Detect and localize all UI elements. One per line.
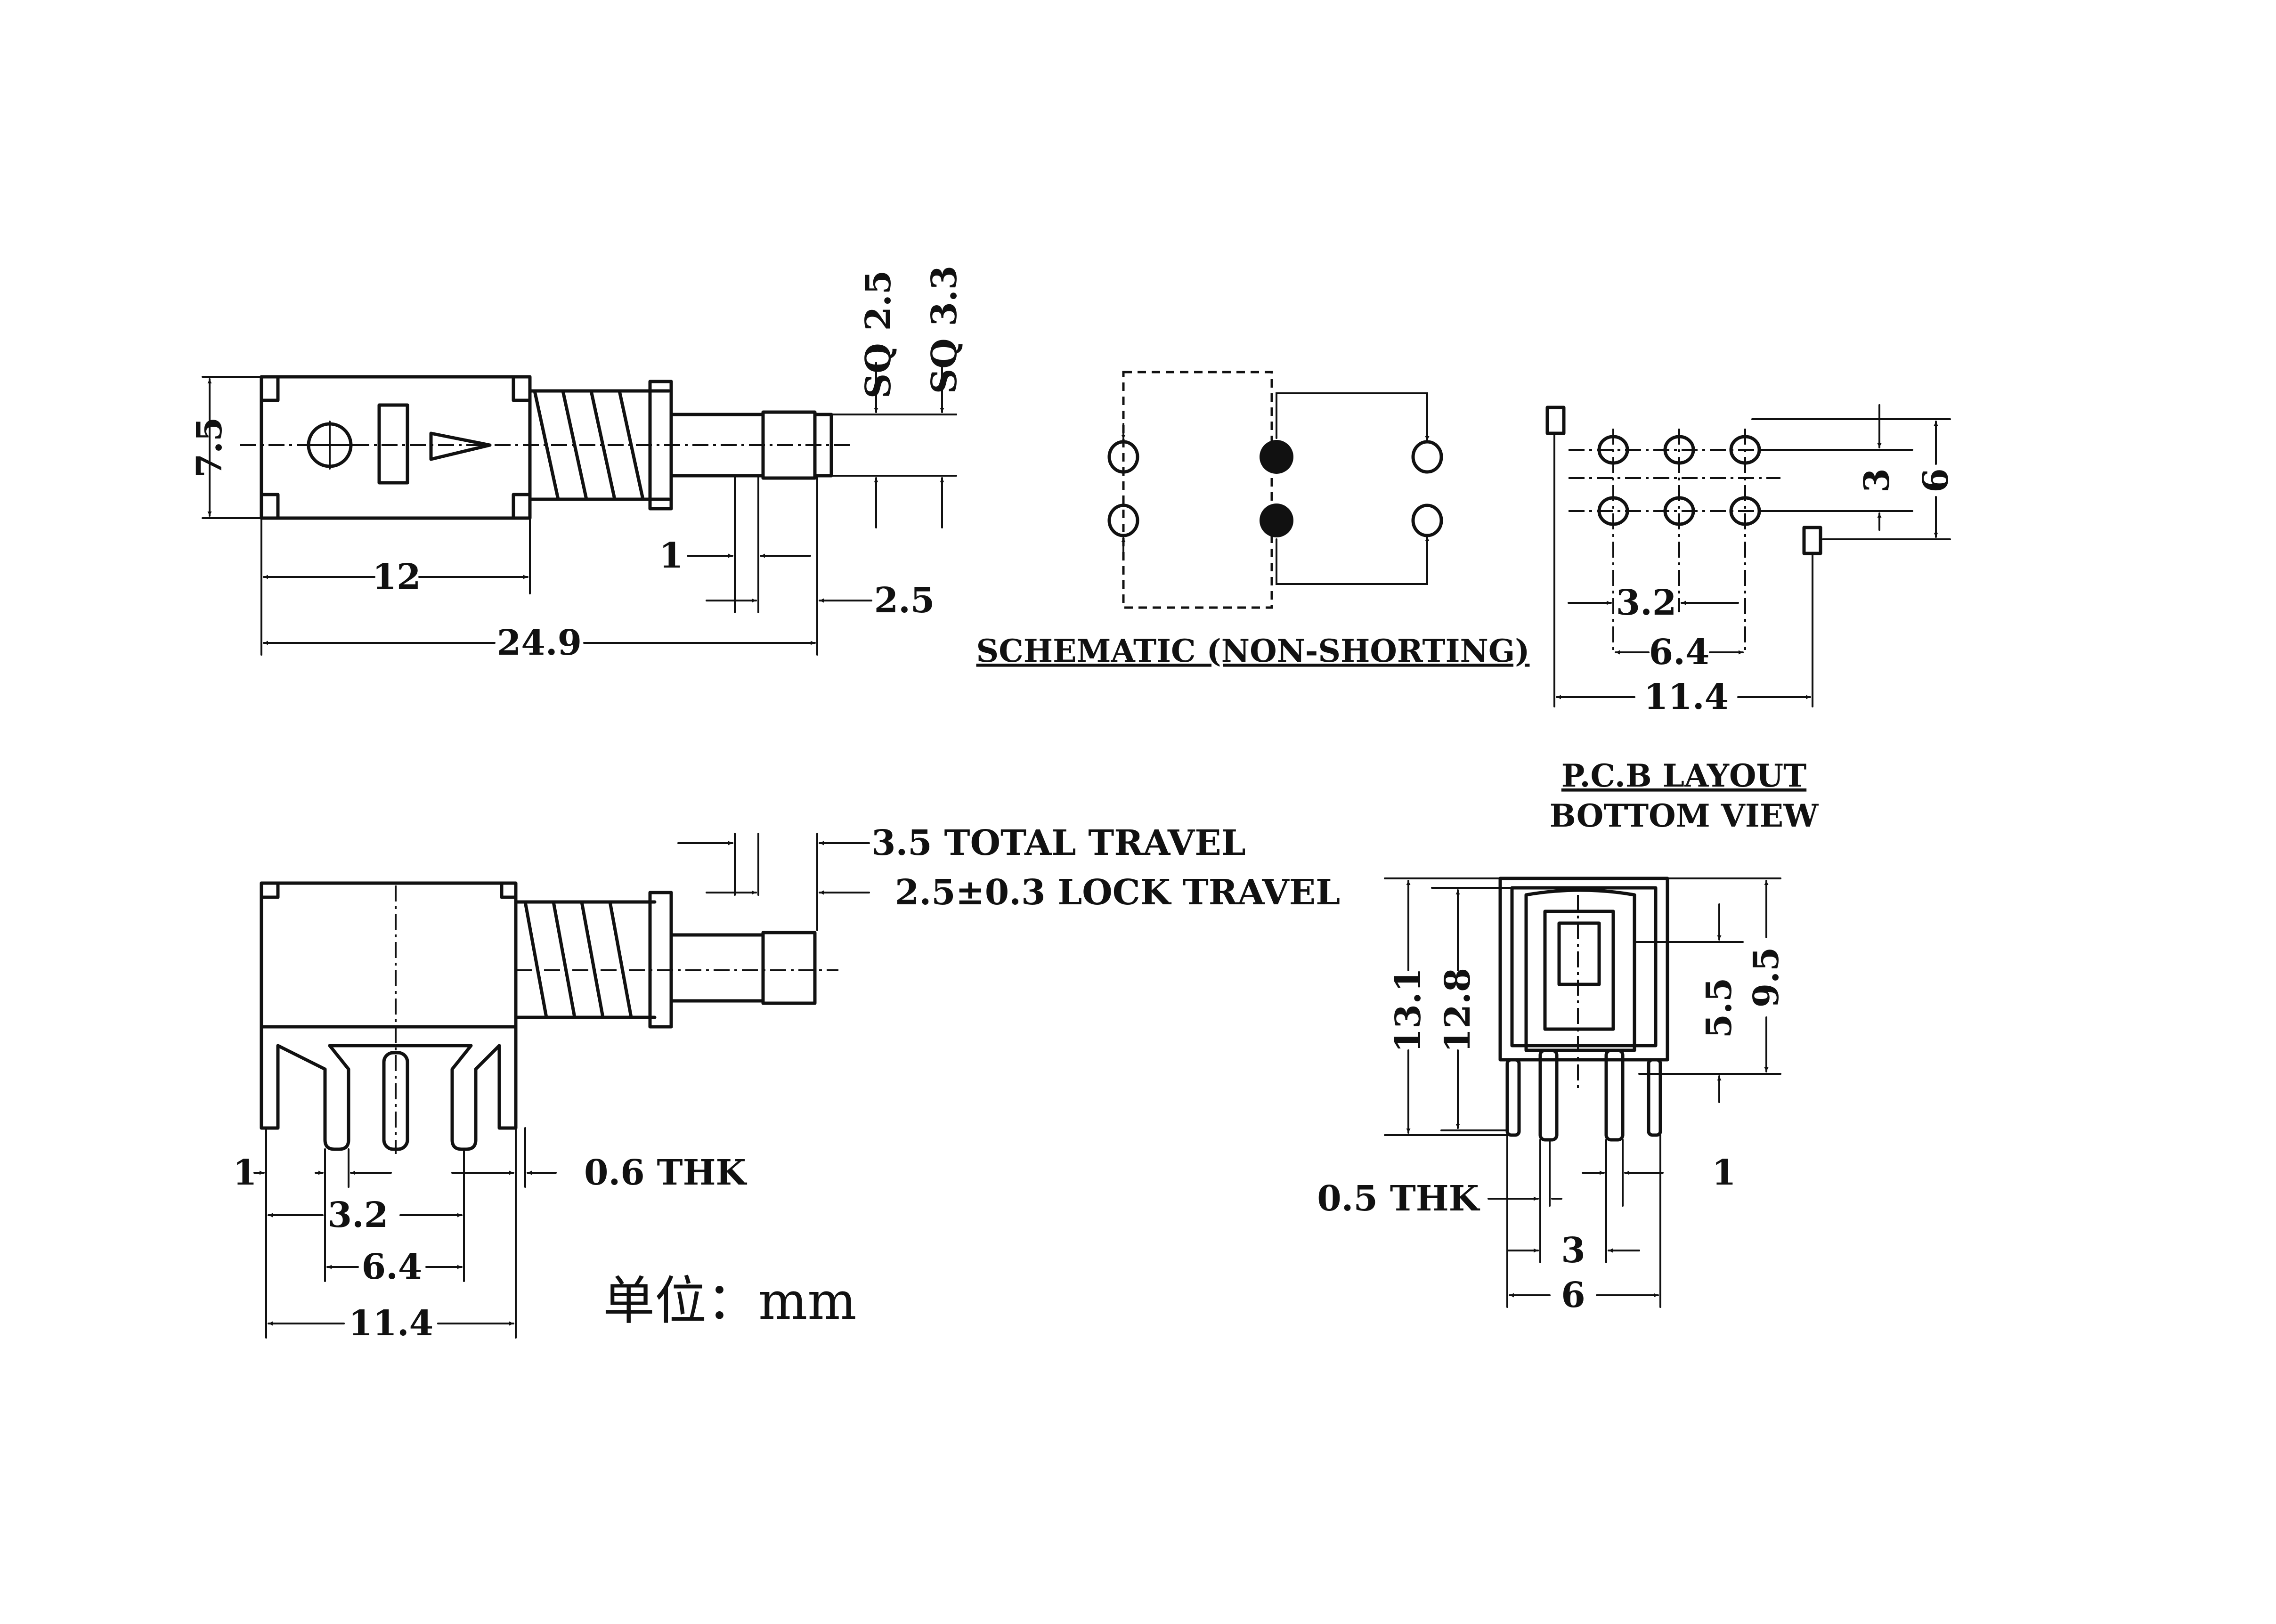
- dim-sq-small: SQ 2.5: [858, 270, 899, 398]
- actuator-icon: [1557, 921, 1601, 986]
- pcb-pitch-2: 6.4: [1649, 632, 1710, 673]
- pin-width-label: 1: [233, 1153, 257, 1193]
- side-view-top: 7.5 12 24.9 1 2.5 SQ 2.5 SQ 3.3: [189, 266, 965, 663]
- pcb-layout: 3.2 6.4 11.4 3 6 P.C.B LAYOUT BOTTOM VIE…: [1545, 404, 1956, 834]
- end-thickness: 0.5 THK: [1317, 1178, 1480, 1219]
- end-pitch: 3: [1561, 1230, 1585, 1271]
- pcb-title-line1: P.C.B LAYOUT: [1561, 757, 1806, 794]
- spring-icon: [514, 900, 657, 1019]
- unit-note: 单位：mm: [603, 1271, 857, 1331]
- pcb-pitch-1: 3.2: [1616, 583, 1677, 623]
- terminal-icon: [1411, 440, 1443, 474]
- terminal-icon: [1107, 440, 1139, 474]
- dim-sq-large: SQ 3.3: [924, 266, 965, 394]
- end-height-4: 9.5: [1746, 947, 1787, 1008]
- pin-thickness-label: 0.6 THK: [584, 1153, 747, 1193]
- pin-pitch-1: 3.2: [328, 1195, 389, 1235]
- common-terminal-icon: [1260, 440, 1293, 474]
- terminal-icon: [1107, 503, 1139, 537]
- terminal-icon: [1411, 503, 1443, 537]
- side-view-bottom: 3.5 TOTAL TRAVEL 2.5±0.3 LOCK TRAVEL 1 0…: [233, 823, 1340, 1344]
- pcb-row-spacing: 3: [1857, 468, 1897, 493]
- dim-body-length: 12: [373, 557, 421, 597]
- end-height-1: 13.1: [1388, 968, 1429, 1053]
- end-height-3: 5.5: [1699, 978, 1740, 1039]
- end-width: 6: [1561, 1275, 1585, 1315]
- common-terminal-icon: [1260, 503, 1293, 537]
- total-travel-label: 3.5 TOTAL TRAVEL: [871, 823, 1246, 863]
- end-pin-width: 1: [1712, 1153, 1736, 1193]
- lock-travel-label: 2.5±0.3 LOCK TRAVEL: [895, 872, 1340, 913]
- dim-tip: 2.5: [874, 580, 935, 621]
- pcb-outer-spacing: 6: [1916, 468, 1956, 493]
- pin-total-width: 11.4: [349, 1303, 433, 1344]
- end-height-2: 12.8: [1438, 968, 1478, 1053]
- dim-height: 7.5: [189, 417, 230, 478]
- schematic: SCHEMATIC (NON-SHORTING): [976, 371, 1530, 669]
- arrow-mark-icon: [429, 431, 492, 461]
- schematic-title: SCHEMATIC (NON-SHORTING): [976, 633, 1530, 669]
- dim-ring: 1: [659, 536, 683, 576]
- pcb-width: 11.4: [1644, 677, 1729, 717]
- pin-pitch-2: 6.4: [362, 1247, 423, 1287]
- end-view: 13.1 12.8 5.5 9.5 1 0.5 THK 3 6: [1317, 877, 1787, 1315]
- dim-total-length: 24.9: [497, 623, 582, 663]
- pcb-title-line2: BOTTOM VIEW: [1550, 797, 1819, 834]
